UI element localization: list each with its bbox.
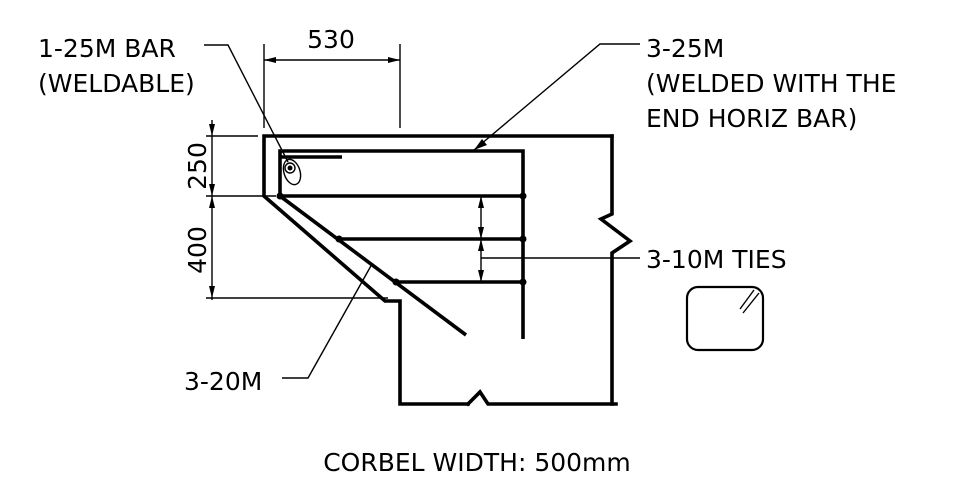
- labels: 1-25M BAR (WELDABLE) 3-25M (WELDED WITH …: [38, 34, 896, 477]
- column-break-line: [597, 134, 634, 406]
- ties-dimension: [478, 196, 640, 282]
- label-3-20m: 3-20M: [184, 367, 262, 396]
- corbel-outline: [262, 134, 614, 406]
- arrowhead: [478, 270, 484, 282]
- bar-dot: [276, 192, 284, 200]
- dimension-250-text: 250: [183, 142, 212, 190]
- arrowhead: [478, 196, 484, 208]
- tie-section: [685, 285, 765, 352]
- bar-dot: [392, 278, 400, 286]
- arrowhead: [209, 184, 215, 196]
- dimension-530: 530: [263, 25, 401, 128]
- main-bar-3-25m: [278, 149, 525, 339]
- arrowhead: [474, 139, 487, 150]
- arrowhead: [209, 196, 215, 208]
- leader-3-25m: [473, 43, 640, 151]
- bar-dot: [335, 235, 343, 243]
- label-corbel-width: CORBEL WIDTH: 500mm: [323, 448, 631, 472]
- dimension-400-text: 400: [183, 226, 212, 274]
- leaders: [204, 43, 640, 379]
- bar-dot: [519, 278, 527, 286]
- label-weldable: (WELDABLE): [38, 69, 195, 98]
- arrowhead: [209, 286, 215, 298]
- label-welded-line1: (WELDED WITH THE: [646, 69, 896, 98]
- tie-section-detail: [685, 285, 765, 352]
- label-3-10m-ties: 3-10M TIES: [646, 245, 787, 274]
- arrowhead: [209, 124, 215, 136]
- weldable-bar-ellipse: [282, 158, 302, 186]
- bottom-break-line: [465, 389, 618, 407]
- arrowhead: [264, 57, 276, 63]
- dimension-vertical: 250 400: [183, 120, 388, 300]
- label-welded-line2: END HORIZ BAR): [646, 104, 857, 133]
- label-1-25m-bar: 1-25M BAR: [38, 34, 176, 63]
- reinforcement: [276, 149, 527, 339]
- arrowhead: [478, 227, 484, 239]
- label-3-25m: 3-25M: [646, 34, 724, 63]
- tie-hook-2: [742, 292, 760, 314]
- arrowhead: [478, 239, 484, 251]
- leader-3-20m: [282, 263, 373, 379]
- bar-dot: [519, 192, 527, 200]
- tie-hook-1: [739, 289, 755, 310]
- weldable-bar-section: [284, 162, 296, 174]
- dimension-530-text: 530: [307, 25, 355, 54]
- concrete-outline: [262, 134, 634, 407]
- leader-1-25m-bar: [204, 44, 289, 163]
- weldable-bar-center: [287, 165, 293, 171]
- arrowhead: [388, 57, 400, 63]
- inclined-bar-3-20m: [278, 194, 468, 337]
- bar-dot: [519, 235, 527, 243]
